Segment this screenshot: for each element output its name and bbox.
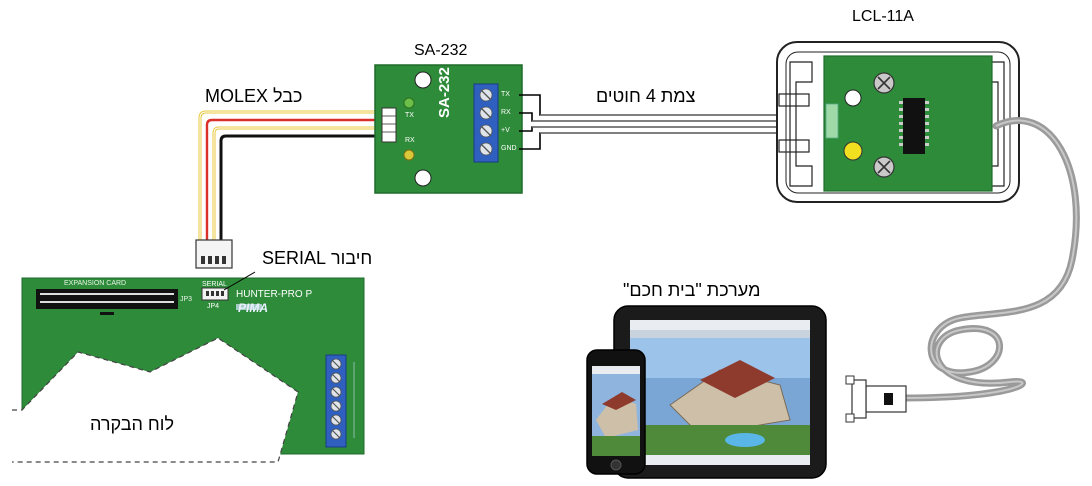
brand-logo: PIMA <box>238 301 268 315</box>
sa232-vertical-label: SA-232 <box>436 67 453 118</box>
jp3-label: JP3 <box>180 296 193 303</box>
smart-home-devices <box>586 305 827 479</box>
control-panel-outline <box>12 337 299 463</box>
terminal-pin-gnd: GND <box>501 145 517 152</box>
db9-connector <box>845 375 907 423</box>
terminal-pin-rx: RX <box>501 109 511 116</box>
mount-hole <box>414 71 432 89</box>
terminal-pin-tx: TX <box>501 91 510 98</box>
sa232-molex-socket <box>381 107 397 143</box>
sa232-tx-led-label: TX <box>405 112 414 119</box>
four-wire-bundle-label: צמת 4 חוטים <box>596 86 696 106</box>
rx-led <box>403 149 415 161</box>
sa232-title: SA-232 <box>414 42 468 59</box>
model-label: HUNTER-PRO P <box>236 289 313 300</box>
ic-chip <box>903 98 925 154</box>
molex-cable <box>198 110 388 240</box>
lcl-connector <box>825 103 839 139</box>
serial-jp4-label: SERIAL <box>202 281 227 288</box>
smart-home-label: מערכת "בית חכם" <box>623 280 761 300</box>
screw-icon <box>873 72 895 94</box>
expansion-header <box>36 289 178 309</box>
expansion-card-label: EXPANSION CARD <box>64 280 127 287</box>
control-panel-board <box>21 277 365 455</box>
lcl-yellow-led <box>843 141 863 161</box>
terminal-pin-plus-v: +V <box>501 127 510 134</box>
sa232-board <box>374 64 523 194</box>
tx-led <box>403 97 415 109</box>
lcl-hole <box>844 89 862 107</box>
screw-icon <box>873 156 895 178</box>
serial-connection-label: חיבור SERIAL <box>262 248 373 268</box>
sa232-rx-led-label: RX <box>405 137 415 144</box>
control-panel-label: לוח הבקרה <box>90 414 174 434</box>
mount-hole <box>414 169 432 187</box>
molex-cable-label: כבל MOLEX <box>205 86 303 106</box>
lcl11a-title: LCL-11A <box>852 8 914 25</box>
jp4-label: JP4 <box>207 303 220 310</box>
lcl11a-device <box>776 41 1020 203</box>
